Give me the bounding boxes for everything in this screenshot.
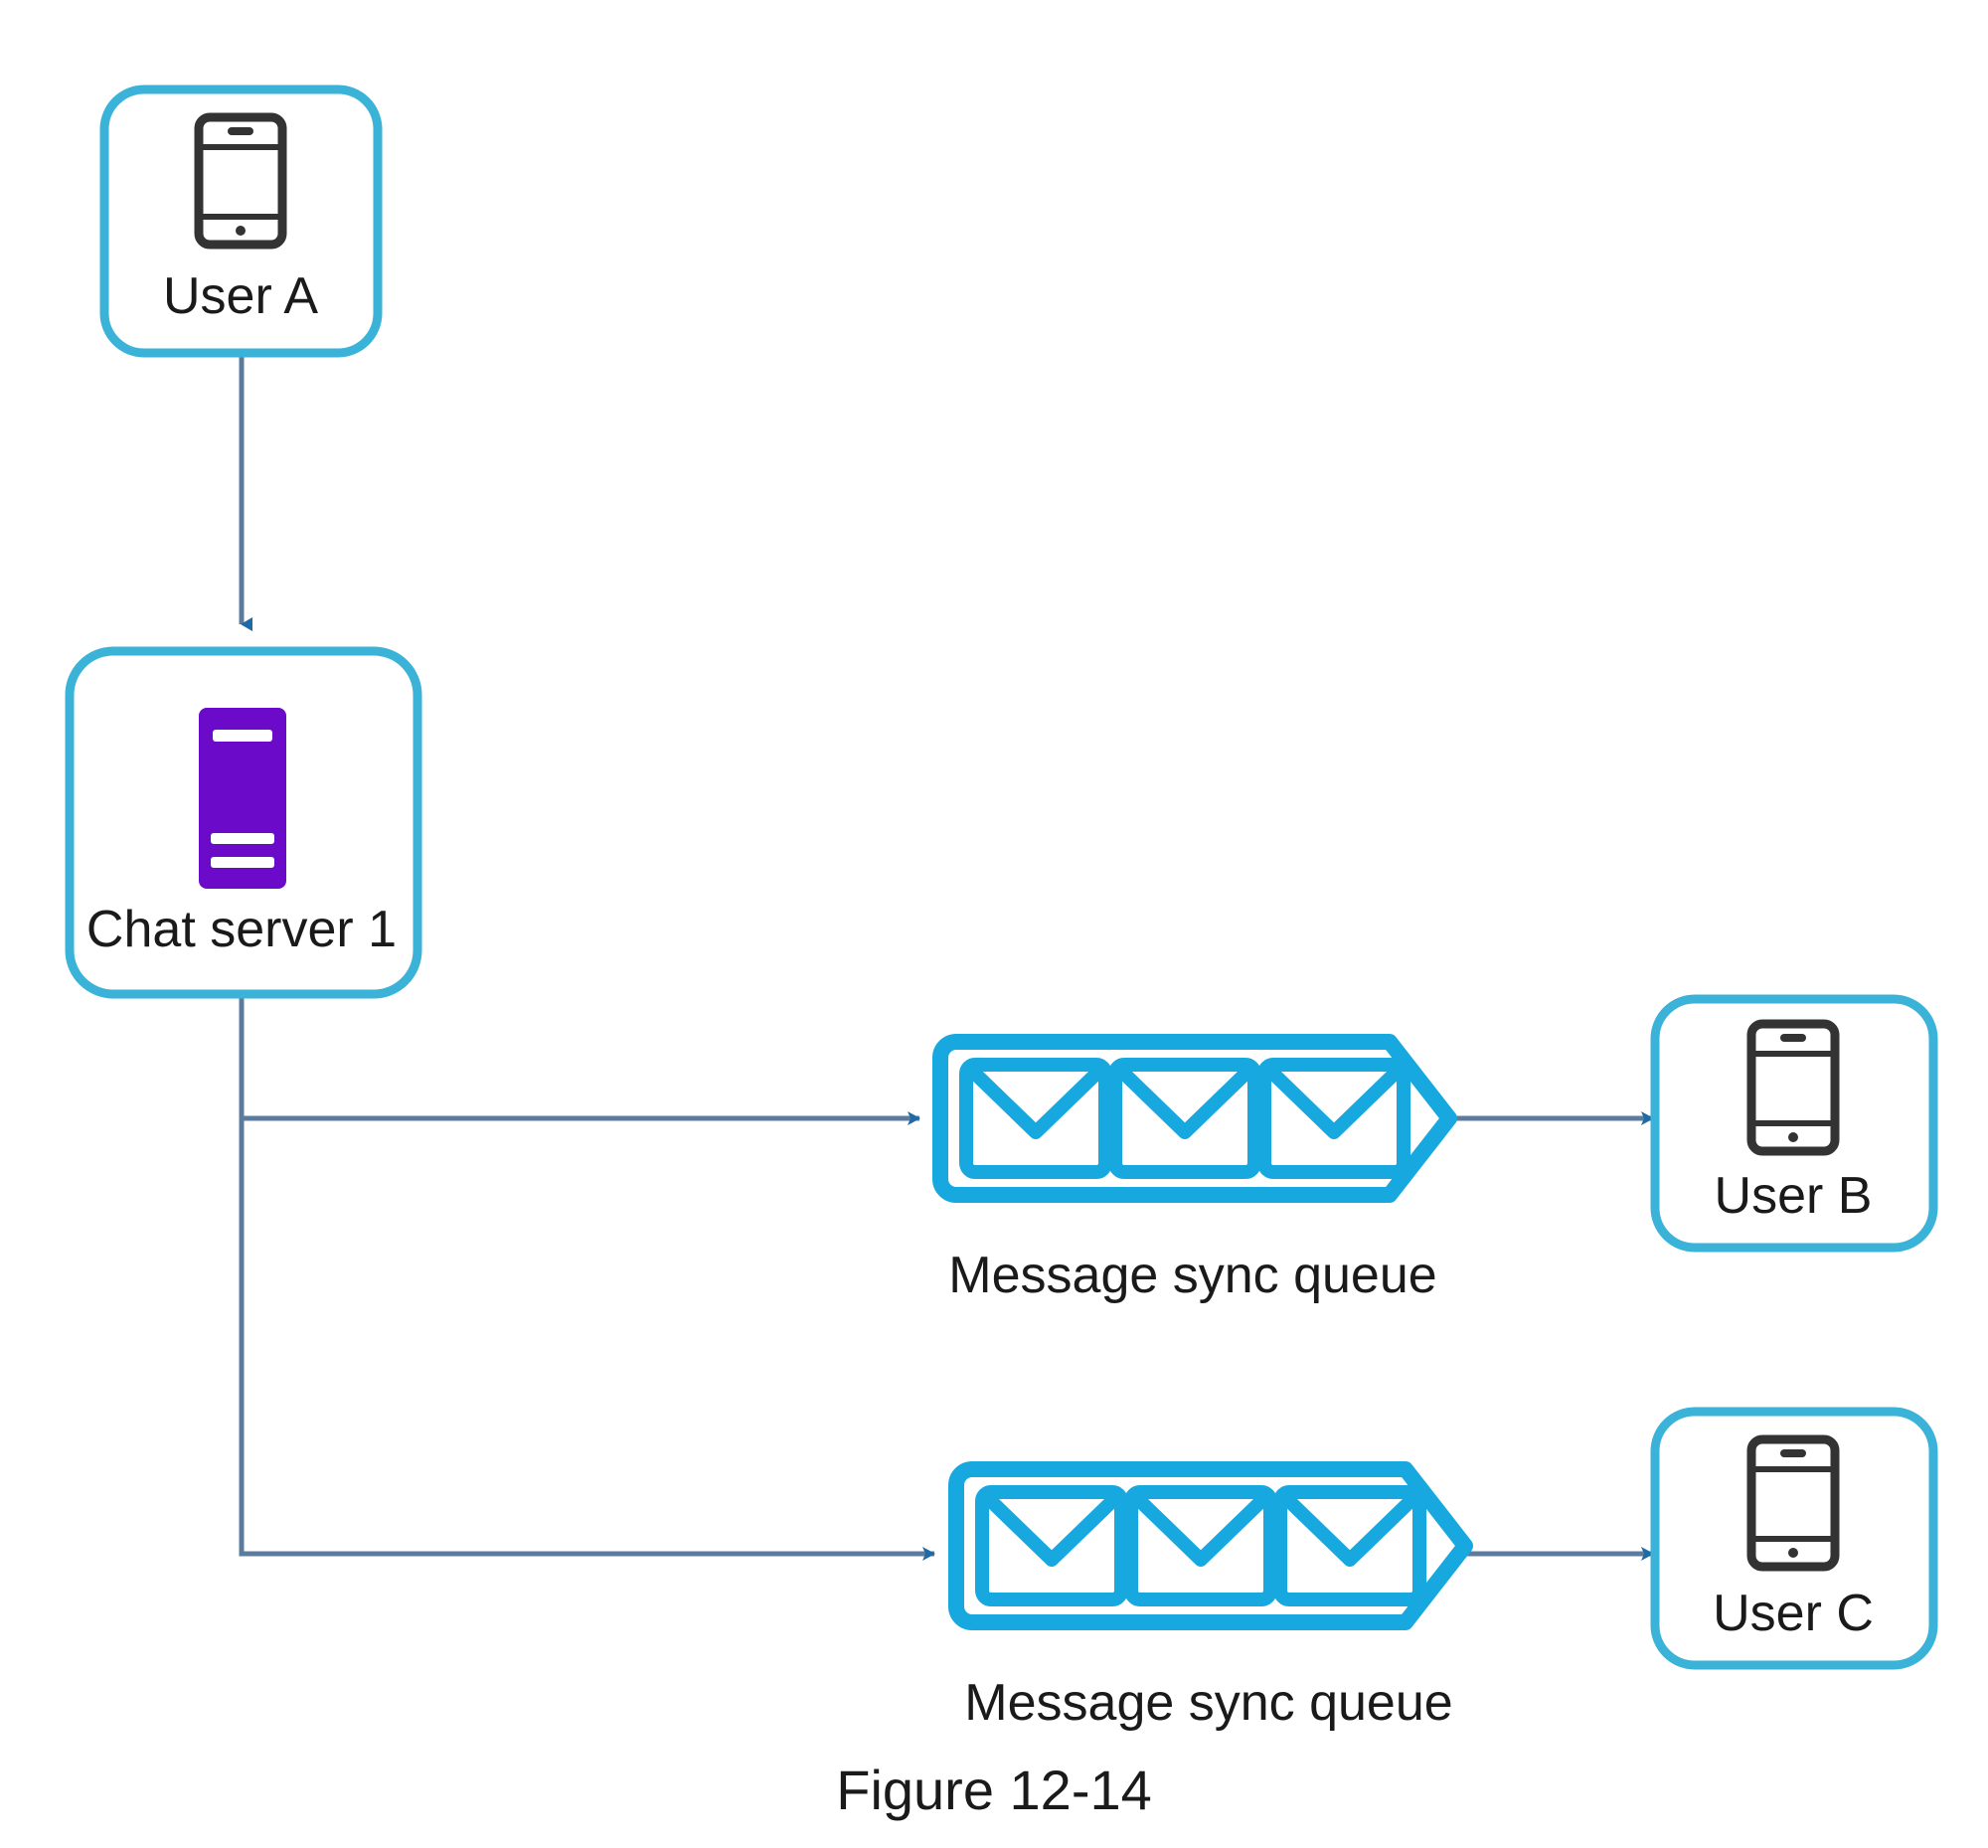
envelope-icon [975, 1485, 1128, 1606]
envelope-icon [1273, 1485, 1426, 1606]
figure-caption: Figure 12-14 [836, 1759, 1152, 1821]
mobile-phone-icon [1746, 1434, 1840, 1572]
node-user-c[interactable]: User C [1650, 1407, 1938, 1670]
connectors [239, 354, 1654, 1561]
envelope-icon [1108, 1058, 1261, 1179]
envelope-icon [1124, 1485, 1277, 1606]
node-user-a[interactable]: User A [99, 84, 383, 358]
user-c-label: User C [1713, 1585, 1874, 1642]
node-message-sync-queue-b[interactable]: Message sync queue [932, 1034, 1457, 1304]
chat-server-1-label: Chat server 1 [86, 901, 397, 958]
server-rack-icon [199, 708, 286, 889]
mobile-phone-icon [1746, 1019, 1840, 1156]
user-a-label: User A [163, 267, 318, 325]
user-b-label: User B [1715, 1167, 1873, 1225]
node-user-b[interactable]: User B [1650, 994, 1938, 1253]
queue-c-label: Message sync queue [964, 1674, 1452, 1732]
node-message-sync-queue-c[interactable]: Message sync queue [948, 1461, 1473, 1732]
mobile-phone-icon [194, 112, 287, 250]
envelope-icon [1257, 1058, 1410, 1179]
node-chat-server-1[interactable]: Chat server 1 [65, 646, 422, 999]
user-a-box[interactable] [99, 84, 383, 358]
envelope-icon [959, 1058, 1112, 1179]
queue-b-label: Message sync queue [948, 1247, 1436, 1304]
